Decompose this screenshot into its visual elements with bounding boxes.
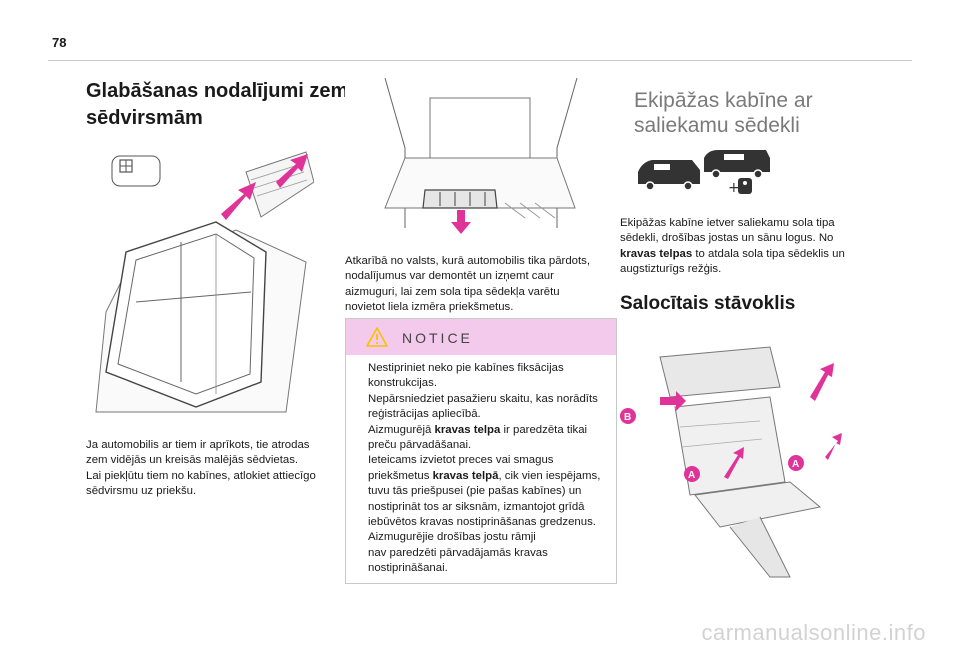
notice-text: Nestipriniet neko pie kabīnes fiksācijas… [346,355,616,577]
notice-line: reģistrācijas apliecībā. [368,408,481,421]
label-a-left: A [688,470,695,481]
warning-icon [366,327,388,347]
notice-line: ir paredzēta tikai [503,423,588,436]
notice-header: NOTICE [346,319,616,355]
caption-line: aizmuguri, lai zem sola tipa sēdekļa var… [345,285,560,298]
notice-emphasis: kravas telpā [432,469,499,482]
section-title-storage: Glabāšanas nodalījumi zem sēdvirsmām [86,78,354,132]
header-rule [48,60,912,61]
intro-emphasis: kravas telpas [620,247,693,260]
footer-watermark: carmanualsonline.info [701,620,926,645]
intro-line: augstizturīgs režģis. [620,263,722,276]
notice-title: NOTICE [402,330,473,346]
page-number: 78 [52,35,67,50]
notice-line: Nestipriniet neko pie kabīnes fiksācijas [368,362,564,374]
notice-line: nav paredzēti pārvadājamās kravas [368,546,548,559]
title-line: saliekamu sēdekli [634,114,800,137]
notice-line: Aizmugurējie drošības jostu rāmji [368,531,536,544]
intro-line: to atdala sola tipa sēdeklis un [695,247,845,260]
notice-box: NOTICE Nestipriniet neko pie kabīnes fik… [345,318,617,584]
left-column: Glabāšanas nodalījumi zem sēdvirsmām [86,78,354,500]
title-line: sēdvirsmām [86,107,203,129]
caption-line: Atkarībā no valsts, kurā automobilis tik… [345,255,591,267]
middle-column: Atkarībā no valsts, kurā automobilis tik… [345,77,615,316]
title-line: Ekipāžas kabīne ar [634,89,813,112]
caption-line: Ja automobilis ar tiem ir aprīkots, tie … [86,439,310,451]
notice-line: nostiprināšanai. [368,562,448,575]
notice-line: iebūvētos kravas nostiprināšanas gredzen… [368,516,596,529]
title-line: Glabāšanas nodalījumi zem [86,80,349,102]
notice-line: tuvu tās priešpusei (pie pašas kabīnes) … [368,485,582,498]
caption-line: Lai piekļūtu tiem no kabīnes, atlokiet a… [86,469,316,482]
illustration-storage-under-seats [86,142,315,422]
notice-emphasis: kravas telpa [434,423,501,436]
label-a-right: A [792,459,799,470]
caption-line: nodalījumus var demontēt un izņemt caur [345,270,554,283]
illustration-folded-bench: B A A [620,326,842,595]
crew-cab-intro: Ekipāžas kabīne ietver saliekamu sola ti… [620,216,888,278]
van-icon: + [638,150,770,196]
right-column: Ekipāžas kabīne ar saliekamu sēdekli + E… [620,78,888,595]
svg-text:+: + [728,180,740,196]
compartments-caption: Atkarībā no valsts, kurā automobilis tik… [345,254,613,316]
notice-line: preču pārvadāšanai. [368,439,472,452]
caption-line: sēdvirsmu uz priekšu. [86,485,197,498]
notice-line: Ieteicams izvietot preces vai smagus [368,454,554,467]
illustration-removable-compartments [345,77,615,242]
section-title-crew-cab: Ekipāžas kabīne ar saliekamu sēdekli [634,88,888,138]
caption-line: zem vidējās un kreisās malējās sēdvietas… [86,454,299,467]
intro-line: Ekipāžas kabīne ietver saliekamu sola ti… [620,217,835,229]
notice-line: , cik vien iespējams, [498,469,601,482]
section-title-folded: Salocītais stāvoklis [620,292,796,314]
caption-line: novietot liela izmēra priekšmetus. [345,301,514,314]
intro-line: sēdekli, drošības jostas un sānu logus. … [620,232,834,245]
storage-caption: Ja automobilis ar tiem ir aprīkots, tie … [86,438,354,500]
notice-line: Nepārsniedziet pasažieru skaitu, kas nor… [368,392,598,405]
notice-line: Aizmugurējā [368,423,432,436]
notice-line: nostiprināt tos ar siksnām, izmantojot g… [368,500,585,513]
notice-line: konstrukcijas. [368,377,438,390]
vehicle-icons: + [632,148,888,200]
label-b: B [624,412,631,423]
notice-line: priekšmetus [368,469,430,482]
